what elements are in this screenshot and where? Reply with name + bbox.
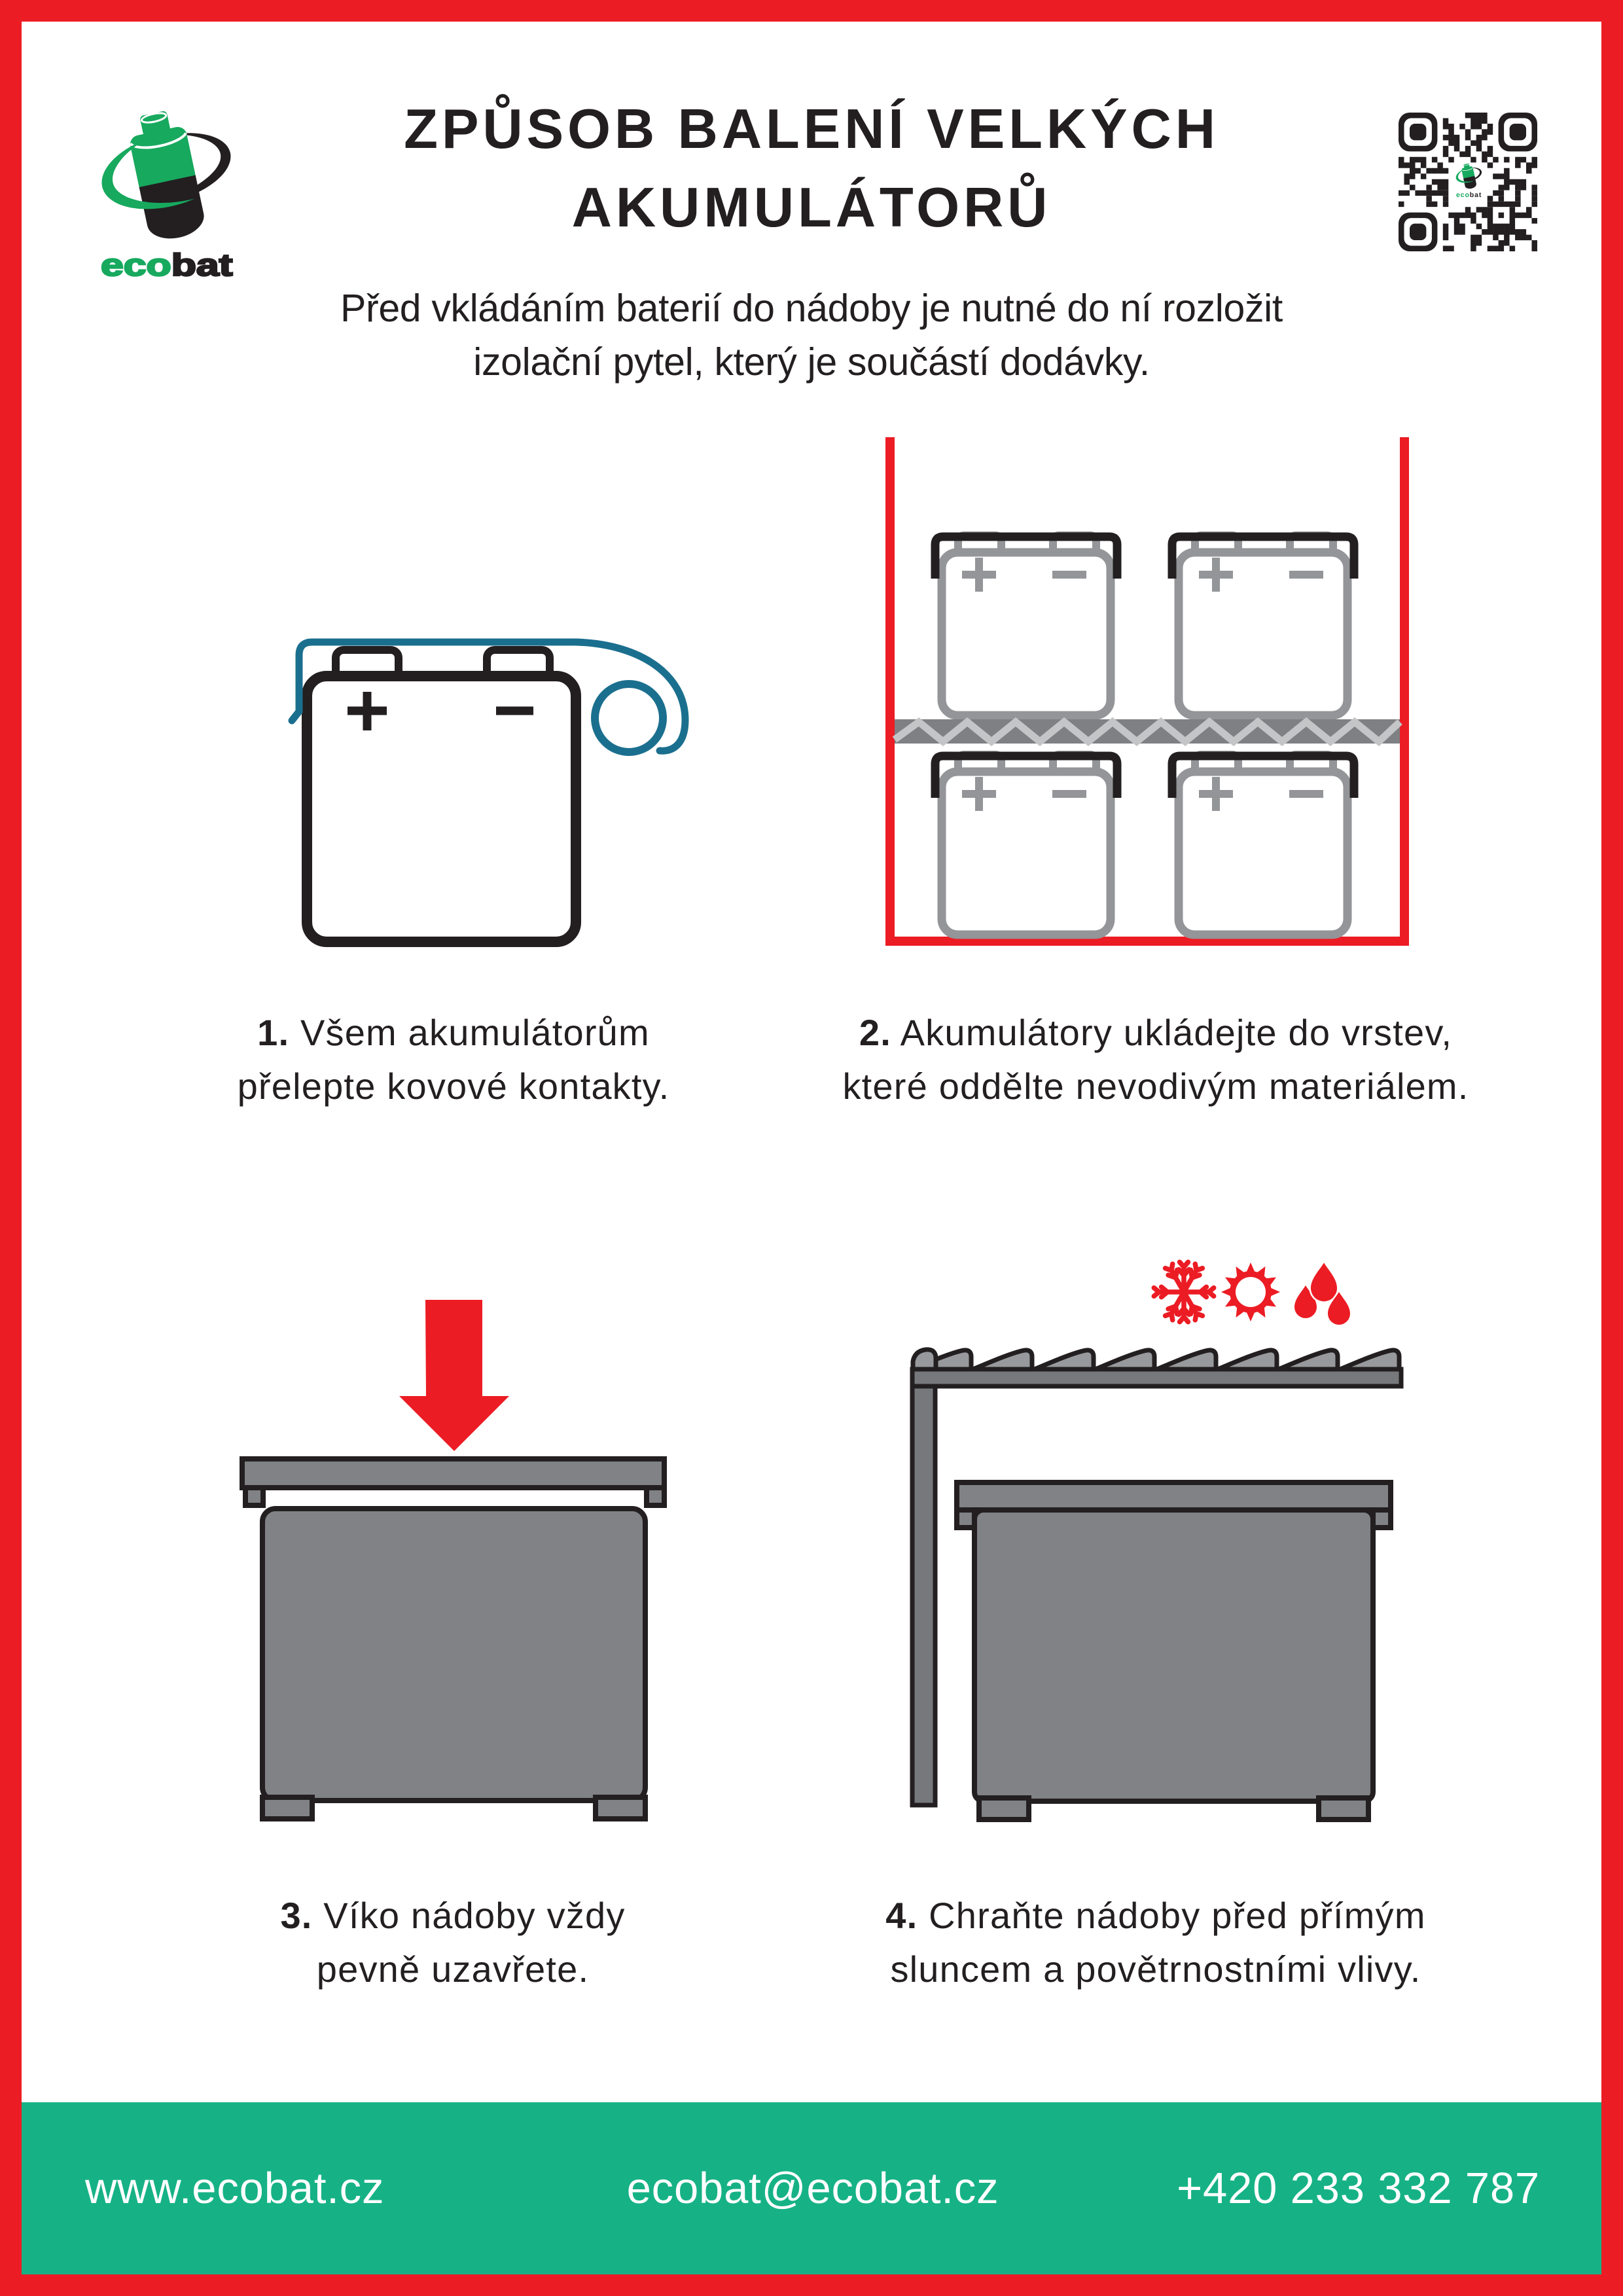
svg-text:ecobat: ecobat — [1456, 191, 1482, 199]
svg-text:ecobat: ecobat — [101, 248, 232, 283]
